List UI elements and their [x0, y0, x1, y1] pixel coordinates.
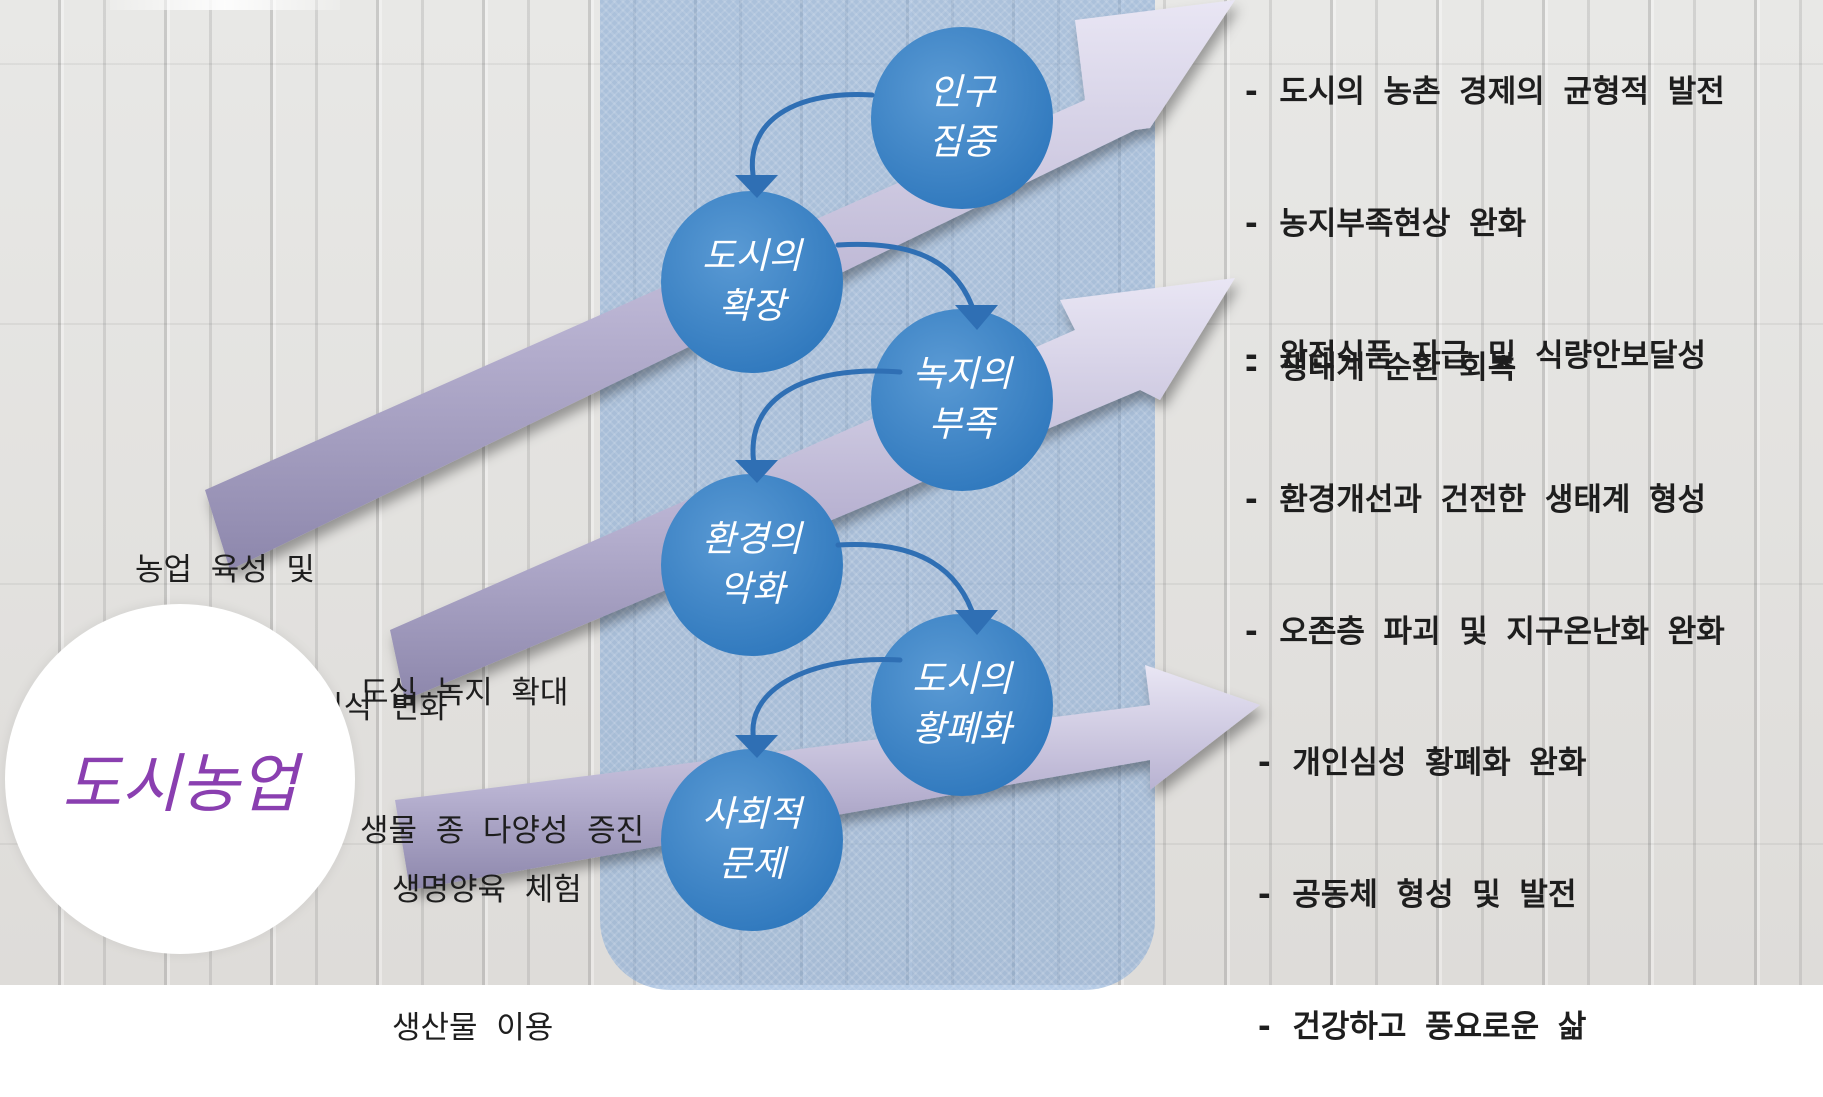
node-label-line: 황폐화 [912, 709, 1012, 750]
diagram-title: 도시농업 [62, 748, 298, 822]
node-label-line: 문제 [718, 844, 786, 885]
outcome-item: - 환경개선과 건전한 생태계 형성 [1242, 482, 1707, 518]
connector-2-head [955, 305, 998, 330]
node-label-line: 사회적 [702, 794, 802, 835]
outcome-item: - 오존층 파괴 및 지구온난화 완화 [1242, 614, 1725, 650]
outcome-item: - 농지부족현상 완화 [1242, 206, 1527, 242]
connector-1-head [735, 175, 778, 198]
outcome-item: - 건강하고 풍요로운 삶 [1255, 1009, 1587, 1045]
title-circle [5, 604, 355, 954]
arrow-label-line: 농업 육성 및 [135, 552, 315, 588]
connector-4-head [955, 610, 998, 635]
outcome-list-economy: - 도시의 농촌 경제의 균형적 발전 - 농지부족현상 완화 - 완전식품 자… [1242, 0, 1725, 422]
node-label-line: 환경의 [702, 519, 802, 560]
outcome-item: - 생태계 순환 회복 [1242, 350, 1517, 386]
connector-2 [835, 241, 978, 318]
decorative-strip [110, 0, 340, 10]
node-city-desolation-label: 도시의 황폐화 [872, 655, 1052, 755]
node-city-expansion-circle [661, 191, 843, 373]
node-env-decline-label: 환경의 악화 [662, 515, 842, 615]
node-city-expansion-label: 도시의 확장 [662, 232, 842, 332]
connector-5 [750, 657, 903, 748]
outcome-item: - 완전식품 자급 및 식량안보달성 [1242, 338, 1707, 374]
node-label-line: 부족 [928, 404, 996, 445]
node-label-line: 녹지의 [912, 354, 1012, 395]
connector-3-head [735, 460, 778, 483]
arrow-label-line: 도심 녹지 확대 [360, 675, 569, 711]
outcome-list-ecology: - 생태계 순환 회복 - 환경개선과 건전한 생태계 형성 - 오존층 파괴 … [1242, 258, 1725, 698]
arrow-label-line: 생산물 이용 [392, 1010, 554, 1046]
node-label-line: 집중 [928, 122, 996, 163]
connector-5-head [735, 735, 778, 758]
outcome-item: - 개인심성 황폐화 완화 [1255, 745, 1587, 781]
node-social-problem-label: 사회적 문제 [662, 790, 842, 890]
node-label-line: 도시의 [702, 236, 802, 277]
diagram-graphics [205, 0, 1260, 931]
arrow-label-line: 생물 종 다양성 증진 [360, 813, 645, 849]
node-city-desolation-circle [871, 614, 1053, 796]
connector-4 [835, 541, 978, 623]
node-label-line: 인구 [928, 72, 996, 113]
arrow-label-line: 생명양육 체험 [392, 872, 582, 908]
outcome-item: - 도시의 농촌 경제의 균형적 발전 [1242, 74, 1725, 110]
node-population-circle [871, 27, 1053, 209]
node-population-label: 인구 집중 [872, 68, 1052, 168]
node-green-lack-label: 녹지의 부족 [872, 350, 1052, 450]
outcome-list-society: - 개인심성 황폐화 완화 - 공동체 형성 및 발전 - 건강하고 풍요로운 … [1255, 653, 1586, 1093]
node-green-lack-circle [871, 309, 1053, 491]
node-social-problem-circle [661, 749, 843, 931]
node-label-line: 도시의 [912, 659, 1012, 700]
connector-1 [749, 92, 875, 188]
node-label-line: 악화 [718, 569, 786, 610]
node-env-decline-circle [661, 474, 843, 656]
arrow-label-social: 생명양육 체험 생산물 이용 [392, 775, 582, 1097]
connector-3 [750, 368, 903, 473]
node-label-line: 확장 [718, 286, 786, 327]
arrow-label-green: 도심 녹지 확대 생물 종 다양성 증진 [360, 578, 644, 900]
outcome-item: - 공동체 형성 및 발전 [1255, 877, 1577, 913]
